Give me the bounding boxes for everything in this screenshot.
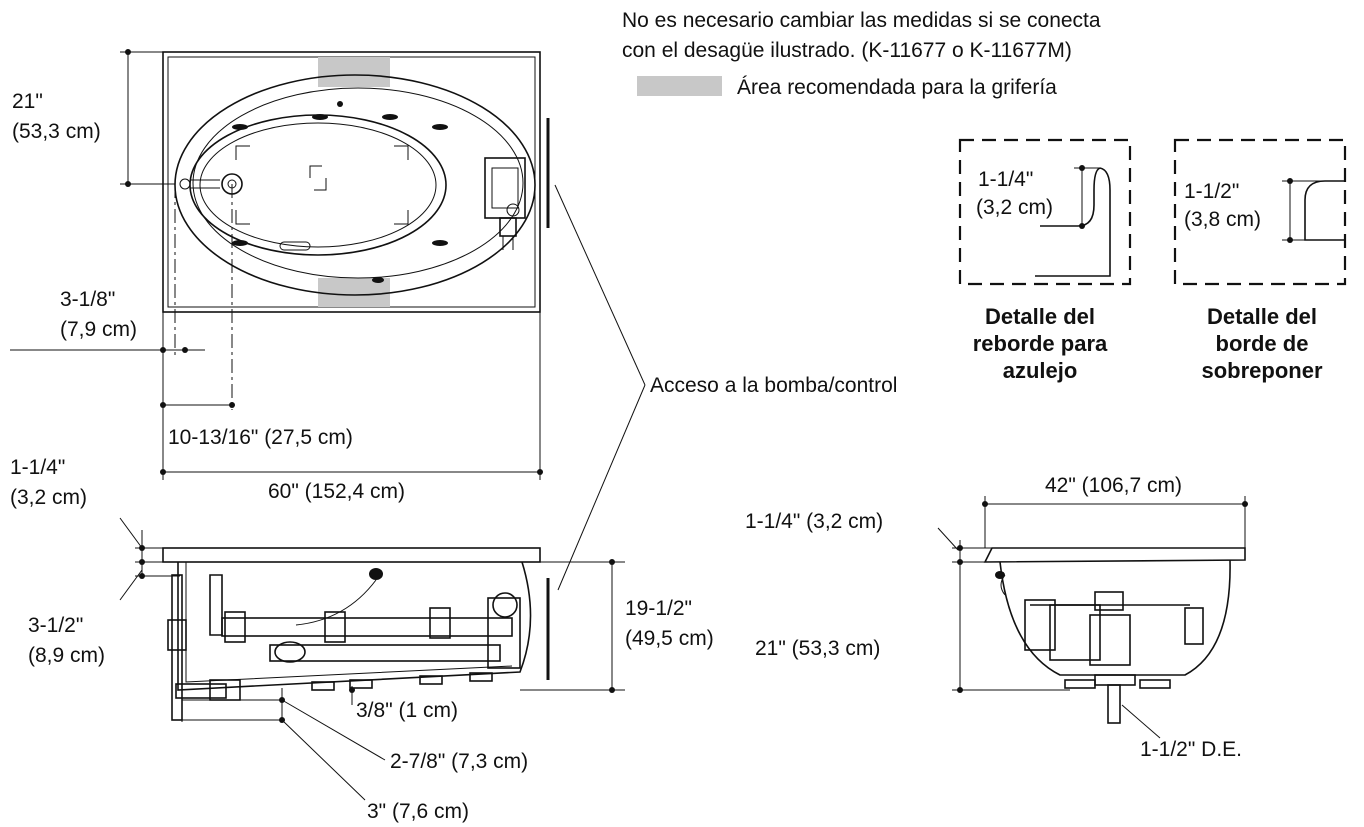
side-plumbing (167, 568, 521, 721)
end-deck (983, 547, 1246, 563)
whirlpool-jets (232, 101, 448, 283)
dim-deck-in: 3-1/2" (28, 614, 83, 637)
dim-feet: 3/8" (1 cm) (356, 699, 458, 722)
deck-inner-edge (167, 56, 536, 308)
dim-offset-in: 3-1/8" (60, 288, 115, 311)
dim-length: 60" (152,4 cm) (268, 480, 405, 503)
side-view: 1-1/4" (3,2 cm) 3-1/2" (8,9 cm) 19-1/2" … (10, 456, 714, 823)
detail-tile-frame (958, 138, 1132, 286)
dim-end-drain: 1-1/2" D.E. (1140, 738, 1242, 761)
dim-drain-b: 3" (7,6 cm) (367, 800, 469, 823)
end-basin (999, 559, 1231, 676)
detail-drop-in: 1-1/2" (3,8 cm) Detalle del borde de sob… (1173, 138, 1347, 383)
detail-tile-title-1: Detalle del (985, 304, 1095, 329)
overflow-icon (179, 178, 191, 190)
dim-top-height-cm: (53,3 cm) (12, 120, 101, 143)
detail-tile-dim-in: 1-1/4" (978, 168, 1033, 191)
detail-drop-title-1: Detalle del (1207, 304, 1317, 329)
faucet-area-swatch (637, 76, 722, 96)
pump-access-label: Acceso a la bomba/control (650, 374, 897, 397)
top-view: 21" (53,3 cm) 3-1/8" (7,9 cm) 10-13/16" … (10, 49, 550, 503)
dim-end-rim: 1-1/4" (3,2 cm) (745, 510, 883, 533)
note-line-1: No es necesario cambiar las medidas si s… (622, 9, 1101, 32)
detail-tile-dim-cm: (3,2 cm) (976, 196, 1053, 219)
detail-drop-title-2: borde de (1216, 331, 1309, 356)
end-view: 42" (106,7 cm) 1-1/4" (3,2 cm) 21" (53,3… (745, 474, 1248, 761)
notes: No es necesario cambiar las medidas si s… (622, 9, 1101, 99)
note-line-2: con el desagüe ilustrado. (K-11677 o K-1… (622, 39, 1072, 62)
end-feet (1064, 674, 1171, 689)
dim-offset-cm: (7,9 cm) (60, 318, 137, 341)
dim-deck-cm: (8,9 cm) (28, 644, 105, 667)
dim-depth-in: 19-1/2" (625, 597, 692, 620)
detail-drop-frame (1173, 138, 1347, 286)
side-basin (177, 561, 532, 691)
dim-rim-in: 1-1/4" (10, 456, 65, 479)
end-drain-pipe (1107, 684, 1121, 724)
end-plumbing (995, 571, 1204, 666)
legend-label: Área recomendada para la grifería (737, 76, 1057, 99)
detail-tile-flange: 1-1/4" (3,2 cm) Detalle del reborde para… (958, 138, 1132, 383)
dim-end-height: 21" (53,3 cm) (755, 637, 880, 660)
dim-top-height-in: 21" (12, 90, 43, 113)
detail-drop-title-3: sobreponer (1201, 358, 1322, 383)
detail-tile-title-2: reborde para (973, 331, 1108, 356)
dim-depth-cm: (49,5 cm) (625, 627, 714, 650)
pump-access-callout: Acceso a la bomba/control (554, 184, 897, 591)
dim-drain-distance: 10-13/16" (27,5 cm) (168, 426, 353, 449)
dim-drain-a: 2-7/8" (7,3 cm) (390, 750, 528, 773)
floor-pads (235, 145, 409, 225)
detail-drop-dim-cm: (3,8 cm) (1184, 208, 1261, 231)
pump-icon (484, 157, 526, 250)
side-feet (311, 672, 493, 691)
detail-drop-dim-in: 1-1/2" (1184, 180, 1239, 203)
side-deck (162, 547, 541, 563)
detail-tile-title-3: azulejo (1003, 358, 1078, 383)
basin-rim (174, 74, 536, 296)
basin-ledge (192, 87, 524, 279)
deck-outline (162, 51, 541, 313)
dim-rim-cm: (3,2 cm) (10, 486, 87, 509)
dim-end-width: 42" (106,7 cm) (1045, 474, 1182, 497)
faucet-area-top (318, 57, 390, 87)
